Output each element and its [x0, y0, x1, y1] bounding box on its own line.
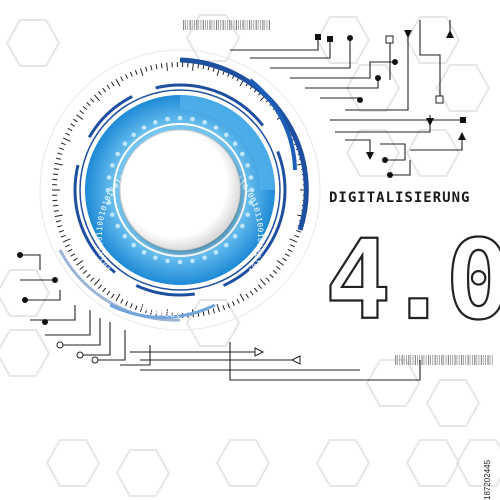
- tech-dial: 1001101010001001110101001100101010011100…: [39, 49, 321, 331]
- version-number: 4.0: [325, 216, 500, 344]
- barcode-strip-top: [183, 20, 270, 30]
- center-disc: [120, 130, 240, 250]
- mid-blue-arc: [248, 78, 297, 171]
- headline-title: DIGITALISIERUNG: [329, 190, 471, 206]
- circuit-lines-bottom-left: [20, 254, 421, 381]
- stock-image-id: 187202445: [483, 459, 492, 500]
- circuit-nodes-bottom-left: [17, 252, 301, 365]
- outer-gray-arc: [58, 249, 181, 322]
- barcode-strip-bottom: [395, 355, 493, 365]
- hexagon-background-pattern: [0, 14, 500, 497]
- outer-blue-arc: [179, 57, 309, 231]
- mid-blue-arc-2: [109, 303, 216, 319]
- circuit-nodes-top-right: [315, 30, 466, 178]
- version-number-outline: 4.0: [324, 215, 500, 345]
- dot-ring: [105, 115, 255, 265]
- light-blue-wedge: [180, 95, 275, 190]
